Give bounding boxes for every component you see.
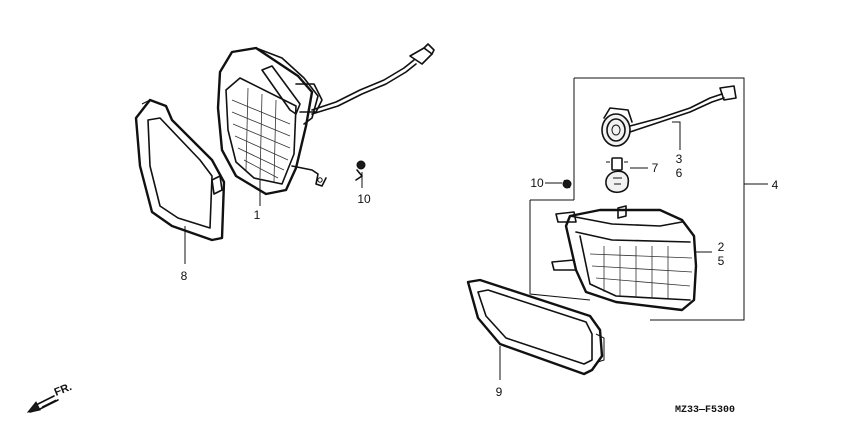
callout-6: 6 — [676, 166, 683, 180]
part-3-socket — [601, 85, 737, 150]
part-1-headlight-left — [216, 43, 435, 196]
part-10-screw-right — [545, 179, 572, 189]
part-4-assembly-frame — [529, 77, 768, 321]
fr-label: FR. — [53, 381, 74, 399]
callout-5: 5 — [718, 254, 725, 268]
callout-4: 4 — [772, 178, 779, 192]
part-10-screw-left — [355, 160, 366, 188]
callout-1: 1 — [254, 208, 261, 222]
part-9-bezel-right — [466, 278, 605, 380]
part-7-bulb — [605, 157, 648, 194]
callout-3: 3 — [676, 152, 683, 166]
diagram-code: MZ33—F5300 — [675, 405, 735, 416]
callout-9: 9 — [496, 385, 503, 399]
part-8-bezel-left — [134, 98, 226, 242]
front-direction-arrow: FR. — [26, 381, 74, 413]
callout-8: 8 — [181, 269, 188, 283]
callout-2: 2 — [718, 240, 725, 254]
callout-7: 7 — [652, 161, 659, 175]
callout-10-left: 10 — [357, 192, 371, 206]
part-2-turn-signal-lens — [551, 205, 712, 312]
callout-10-right: 10 — [530, 176, 544, 190]
